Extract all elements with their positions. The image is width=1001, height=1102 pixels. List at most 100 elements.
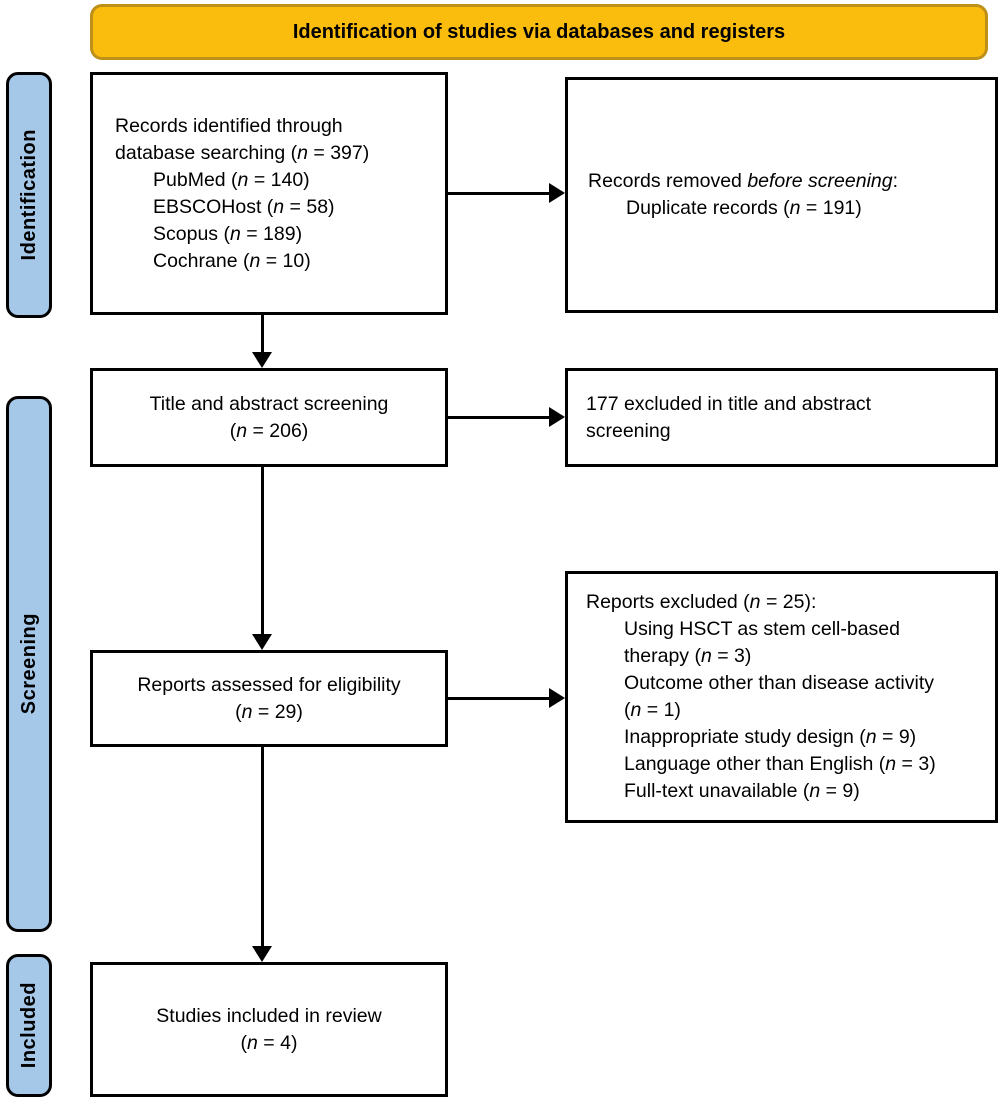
- text-segment: = 189): [240, 222, 303, 245]
- text-segment: = 191): [800, 197, 862, 219]
- text-line: Language other than English (n = 3): [586, 751, 936, 778]
- box-reports-assessed-eligibility: Reports assessed for eligibility (n = 29): [90, 650, 448, 747]
- text-segment: therapy (: [624, 645, 701, 667]
- arrow-shaft: [261, 467, 264, 636]
- text-segment: = 397): [307, 141, 370, 164]
- text-line: Studies included in review: [156, 1003, 381, 1030]
- box-reports-excluded: Reports excluded (n = 25):Using HSCT as …: [565, 571, 998, 823]
- text-line: Cochrane (n = 10): [115, 248, 311, 275]
- text-line: Records identified through: [115, 113, 343, 140]
- text-segment: :: [892, 170, 899, 192]
- text-segment: Outcome other than disease activity: [624, 672, 934, 694]
- box-records-removed-before-screening: Records removed before screening:Duplica…: [565, 77, 998, 313]
- text-segment: = 9): [876, 726, 917, 748]
- text-segment: database searching (: [115, 141, 298, 164]
- text-line: Title and abstract screening: [150, 391, 389, 418]
- italic-text-segment: n: [789, 197, 801, 219]
- text-segment: = 29): [252, 700, 303, 723]
- text-segment: = 3): [711, 645, 752, 667]
- box-title-abstract-screening: Title and abstract screening(n = 206): [90, 368, 448, 467]
- stage-label-identification: Identification: [6, 72, 52, 318]
- box-excluded-title-abstract: 177 excluded in title and abstract screen…: [565, 368, 998, 467]
- text-segment: Cochrane (: [153, 249, 250, 272]
- text-segment: (: [235, 700, 242, 723]
- arrow-right-head: [549, 407, 565, 427]
- text-segment: = 206): [247, 419, 309, 442]
- text-segment: = 9): [820, 780, 860, 802]
- text-line: Reports assessed for eligibility: [137, 672, 400, 699]
- text-segment: (: [229, 419, 237, 442]
- text-segment: Inappropriate study design (: [624, 726, 866, 748]
- italic-text-segment: n: [249, 249, 261, 272]
- arrow-shaft: [261, 315, 264, 354]
- text-line: (n = 29): [235, 699, 303, 726]
- italic-text-segment: n: [749, 591, 761, 613]
- text-segment: Records removed: [588, 170, 748, 192]
- text-line: 177 excluded in title and abstract: [586, 391, 871, 418]
- text-line: screening: [586, 418, 671, 445]
- arrow-down-head: [252, 634, 272, 650]
- arrow-right-head: [549, 183, 565, 203]
- text-line: Records removed before screening:: [588, 168, 898, 195]
- text-segment: Reports assessed for eligibility: [137, 673, 401, 696]
- text-line: Reports excluded (n = 25):: [586, 589, 816, 616]
- arrow-shaft: [261, 747, 264, 948]
- italic-text-segment: n: [885, 753, 897, 775]
- italic-text-segment: n: [809, 780, 821, 802]
- italic-text-segment: before screening: [747, 170, 893, 192]
- text-segment: PubMed (: [153, 168, 238, 191]
- box-studies-included: Studies included in review (n = 4): [90, 962, 448, 1097]
- text-segment: 177 excluded in title and abstract: [586, 392, 872, 415]
- arrow-right-head: [549, 688, 565, 708]
- italic-text-segment: n: [865, 726, 877, 748]
- text-segment: = 140): [248, 168, 310, 191]
- italic-text-segment: n: [700, 645, 712, 667]
- arrow-down-head: [252, 352, 272, 368]
- text-segment: Studies included in review: [156, 1004, 382, 1027]
- arrow-down-head: [252, 946, 272, 962]
- text-segment: Reports excluded (: [586, 591, 750, 613]
- arrow-shaft: [448, 192, 551, 195]
- stage-label-included: Included: [6, 954, 52, 1097]
- text-line: (n = 4): [241, 1030, 298, 1057]
- text-segment: Records identified through: [115, 114, 343, 137]
- text-line: Scopus (n = 189): [115, 221, 302, 248]
- stage-label-included-text: Included: [17, 982, 40, 1069]
- text-line: Duplicate records (n = 191): [588, 195, 862, 222]
- text-line: PubMed (n = 140): [115, 167, 310, 194]
- text-segment: = 25):: [760, 591, 817, 613]
- text-segment: Duplicate records (: [626, 197, 790, 219]
- text-segment: (: [240, 1031, 248, 1054]
- text-segment: screening: [586, 419, 671, 442]
- text-segment: = 58): [284, 195, 335, 218]
- text-line: Outcome other than disease activity: [586, 670, 934, 697]
- italic-text-segment: n: [273, 195, 285, 218]
- stage-label-identification-text: Identification: [17, 129, 40, 261]
- text-segment: Using HSCT as stem cell-based: [624, 618, 900, 640]
- text-line: (n = 1): [586, 697, 681, 724]
- stage-label-screening-text: Screening: [17, 613, 40, 715]
- text-segment: = 1): [641, 699, 681, 721]
- text-segment: = 4): [257, 1031, 298, 1054]
- text-line: EBSCOHost (n = 58): [115, 194, 335, 221]
- italic-text-segment: n: [229, 222, 241, 245]
- arrow-shaft: [448, 416, 551, 419]
- text-segment: (: [624, 699, 631, 721]
- arrow-shaft: [448, 697, 551, 700]
- banner-title: Identification of studies via databases …: [90, 4, 988, 60]
- text-segment: Scopus (: [153, 222, 230, 245]
- banner-title-text: Identification of studies via databases …: [292, 20, 786, 43]
- text-line: Full-text unavailable (n = 9): [586, 778, 860, 805]
- italic-text-segment: n: [237, 168, 249, 191]
- text-segment: = 10): [260, 249, 311, 272]
- italic-text-segment: n: [297, 141, 308, 164]
- text-line: database searching (n = 397): [115, 140, 369, 167]
- italic-text-segment: n: [630, 699, 642, 721]
- text-segment: = 3): [896, 753, 936, 775]
- text-segment: Language other than English (: [624, 753, 886, 775]
- text-line: therapy (n = 3): [586, 643, 751, 670]
- text-segment: EBSCOHost (: [153, 195, 274, 218]
- stage-label-screening: Screening: [6, 396, 52, 932]
- box-records-identified: Records identified through database searc…: [90, 72, 448, 315]
